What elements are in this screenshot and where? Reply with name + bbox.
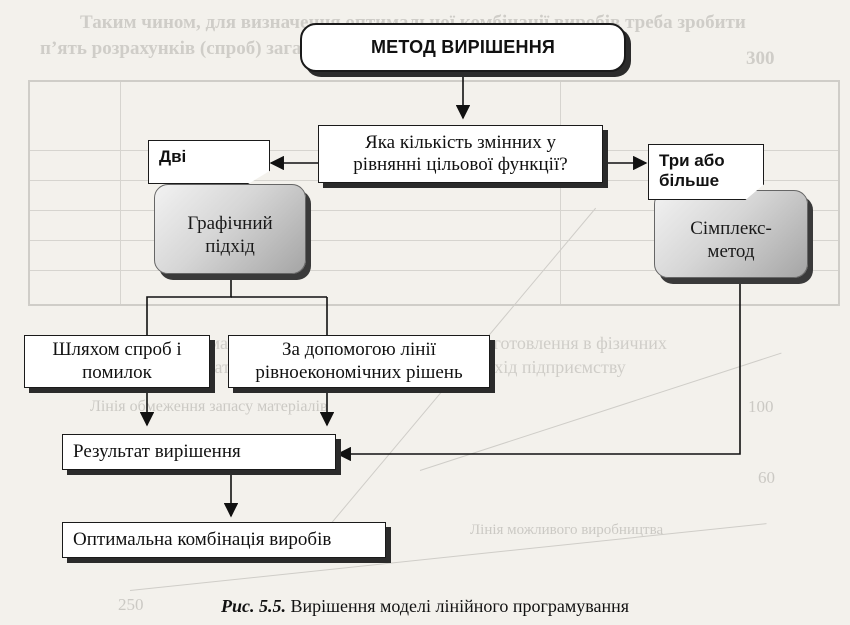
line-graphic-split xyxy=(146,276,232,335)
bleed-text-6: Лінія можливого виробництва xyxy=(470,522,664,538)
bleed-number-300: 300 xyxy=(746,48,775,69)
figure-caption-text: Вирішення моделі лінійного програмування xyxy=(290,596,630,616)
tab-two-variables: Дві xyxy=(148,140,270,184)
simplex-method-label: Сімплекс-метод xyxy=(690,218,772,262)
graphic-approach-box: Графічний підхід xyxy=(154,184,306,274)
figure-caption-label: Рис. 5.5. xyxy=(220,596,286,616)
graphic-approach-label: Графічний підхід xyxy=(187,213,273,257)
simplex-method-box: Сімплекс-метод xyxy=(654,190,808,278)
trial-and-error-box: Шляхом спроб і помилок xyxy=(24,335,210,388)
figure-caption: Рис. 5.5. Вирішення моделі лінійного про… xyxy=(0,596,850,617)
tab-three-or-more: Три або більше xyxy=(648,144,764,200)
bleed-number-60: 60 xyxy=(758,468,775,487)
arrow-simplex-to-result xyxy=(336,278,741,462)
bleed-text-5: Лінія обмеження запасу матеріалів xyxy=(90,398,328,415)
diagram-title: МЕТОД ВИРІШЕННЯ xyxy=(300,23,626,72)
question-box: Яка кількість змінних у рівнянні цільово… xyxy=(318,125,603,183)
isoprofit-line-box: За допомогою лінії рівноекономічних ріше… xyxy=(228,335,490,388)
optimal-combination-box: Оптимальна комбінація виробів xyxy=(62,522,386,558)
result-box: Результат вирішення xyxy=(62,434,336,470)
bleed-number-250: 250 xyxy=(118,595,144,614)
bleed-number-100: 100 xyxy=(748,397,774,416)
